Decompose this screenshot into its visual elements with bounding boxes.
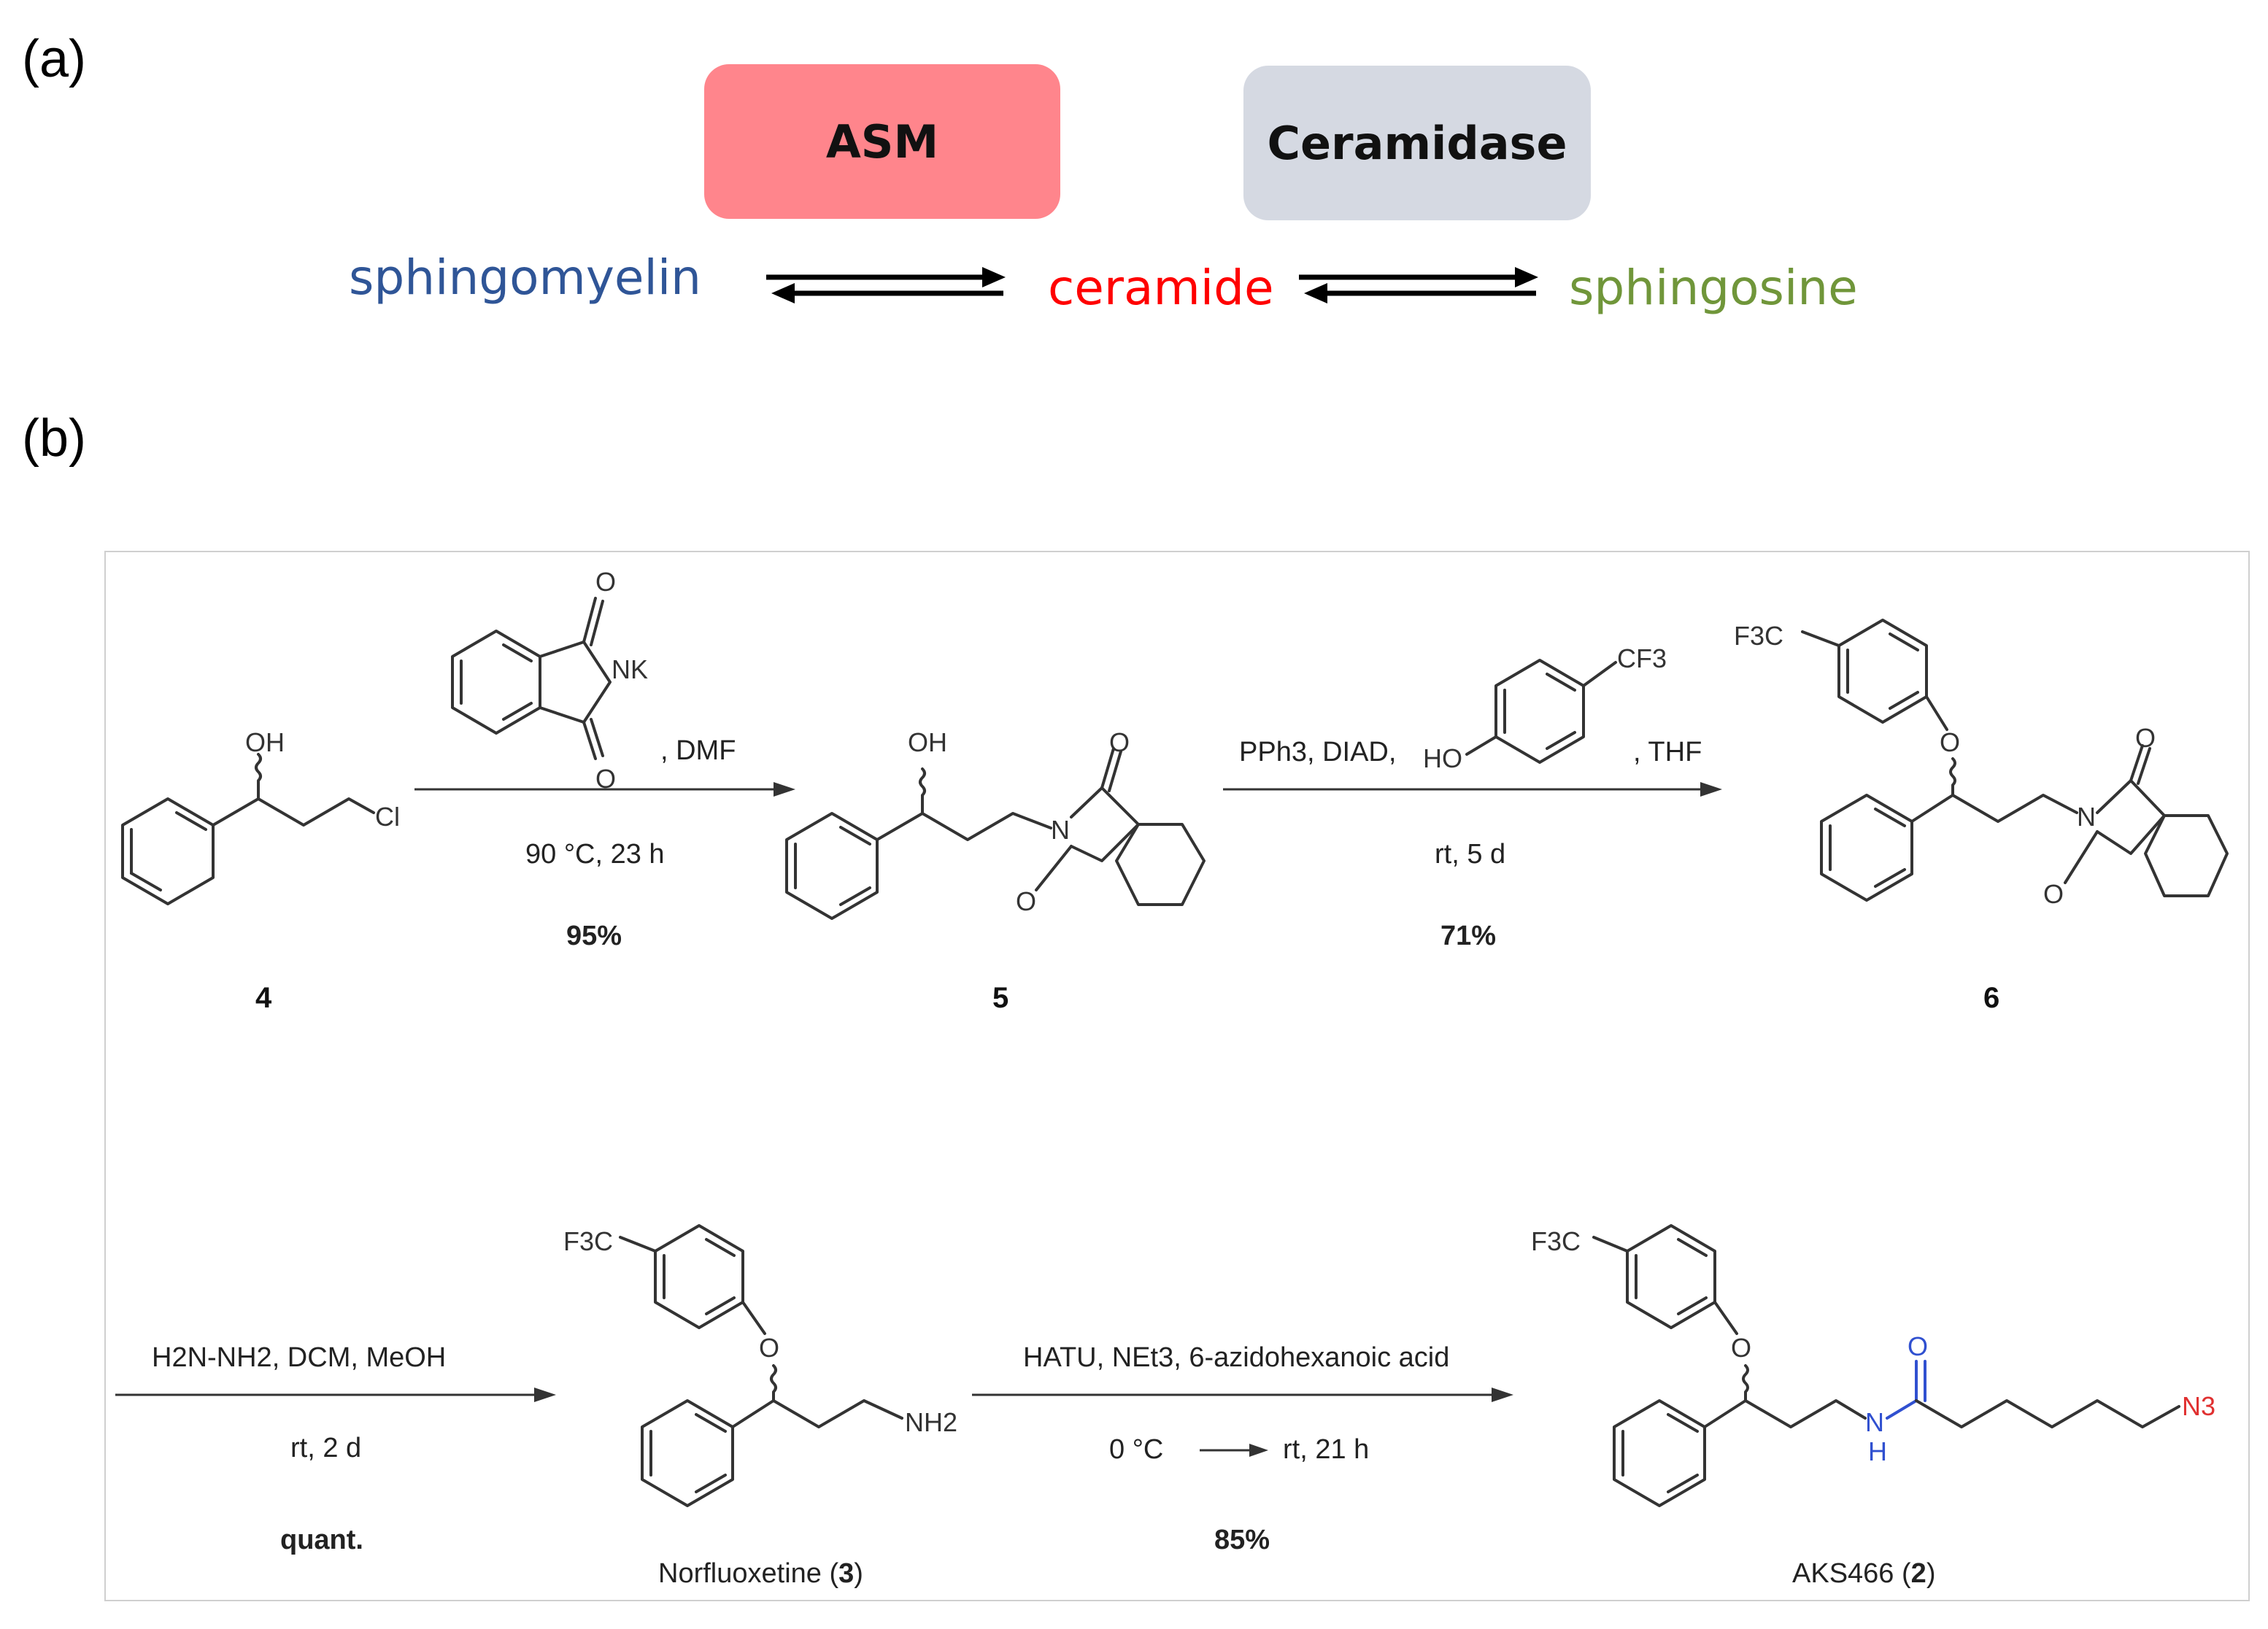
aks466-name: AKS466 <box>1792 1558 1894 1589</box>
atom-cl: Cl <box>375 802 400 832</box>
atom-o: O <box>595 567 616 597</box>
step3-conditions: rt, 2 d <box>290 1433 362 1463</box>
compound-label-norfluoxetine: Norfluoxetine (3) <box>658 1558 863 1589</box>
reaction-arrow-4 <box>972 1388 1513 1402</box>
metabolite-sphingomyelin: sphingomyelin <box>349 249 702 306</box>
atom-o: O <box>1016 886 1036 916</box>
step3-reagents: H2N-NH2, DCM, MeOH <box>152 1342 447 1373</box>
panel-b-label: (b) <box>22 409 86 468</box>
structure-compound-4: OH Cl <box>121 727 400 905</box>
step1-conditions: 90 °C, 23 h <box>525 839 665 870</box>
enzyme-box-asm: ASM <box>704 64 1060 219</box>
atom-amide-n: N <box>1865 1407 1884 1437</box>
atom-o: O <box>1731 1333 1751 1363</box>
panel-a-label: (a) <box>22 30 86 88</box>
equilibrium-arrow-2 <box>1299 267 1538 303</box>
atom-ho: HO <box>1423 743 1462 773</box>
reaction-arrow-1 <box>414 782 795 797</box>
atom-f3c: F3C <box>563 1226 613 1256</box>
atom-o: O <box>2043 879 2064 909</box>
structure-norfluoxetine: F3C O NH2 <box>563 1224 957 1507</box>
atom-nh2: NH2 <box>905 1407 957 1437</box>
reaction-arrow-3 <box>115 1388 556 1402</box>
atom-o: O <box>595 764 616 794</box>
atom-o: O <box>1940 727 1960 757</box>
step1-yield: 95% <box>566 921 622 951</box>
structure-potassium-phthalimide: O NK O <box>451 567 648 794</box>
step2-reagent-prefix: PPh3, DIAD, <box>1239 737 1396 768</box>
atom-oh: OH <box>908 727 947 757</box>
metabolite-ceramide: ceramide <box>1048 260 1274 316</box>
enzyme-box-ceramidase: Ceramidase <box>1243 66 1591 220</box>
condition-arrow-small <box>1200 1444 1268 1457</box>
synthesis-scheme-frame <box>104 551 2250 1601</box>
structure-aks466: F3C O N H O N3 <box>1531 1224 2215 1507</box>
atom-nk: NK <box>612 654 648 684</box>
compound-label-4: 4 <box>255 982 272 1014</box>
atom-f3c: F3C <box>1531 1226 1581 1256</box>
aks466-id: 2 <box>1910 1558 1926 1589</box>
atom-n3: N3 <box>2182 1391 2215 1421</box>
compound-label-aks466: AKS466 (2) <box>1792 1558 1936 1589</box>
atom-o: O <box>1109 727 1130 757</box>
reaction-arrows <box>115 782 1722 1457</box>
atom-o: O <box>2135 723 2156 753</box>
atom-carbonyl-o: O <box>1908 1331 1928 1361</box>
structure-cf3-phenol: CF3 HO <box>1423 643 1667 773</box>
atom-f3c: F3C <box>1734 621 1783 651</box>
compound-label-5: 5 <box>992 982 1009 1014</box>
step4-yield: 85% <box>1214 1525 1270 1555</box>
enzyme-label-asm: ASM <box>825 115 939 169</box>
equilibrium-arrow-1 <box>766 267 1006 303</box>
step1-reagent-suffix: , DMF <box>660 735 736 766</box>
structure-compound-5: OH N O O <box>785 727 1206 920</box>
metabolite-sphingosine: sphingosine <box>1569 260 1858 316</box>
step2-reagent-prefix-text: PPh3, DIAD, <box>1239 737 1397 767</box>
step4-conditions-start: 0 °C <box>1109 1434 1164 1465</box>
norfluoxetine-id: 3 <box>838 1558 855 1589</box>
step2-yield: 71% <box>1440 921 1497 951</box>
atom-n: N <box>1051 815 1070 845</box>
step4-conditions-end: rt, 21 h <box>1283 1434 1370 1465</box>
structure-compound-6: F3C O N O O <box>1734 619 2229 909</box>
atom-cf3: CF3 <box>1617 643 1667 673</box>
atom-o: O <box>759 1333 779 1363</box>
step3-yield: quant. <box>280 1525 363 1555</box>
atom-n: N <box>2077 802 2096 832</box>
atom-oh: OH <box>245 727 285 757</box>
reaction-arrow-2 <box>1223 782 1722 797</box>
step2-conditions: rt, 5 d <box>1435 839 1506 870</box>
compound-label-6: 6 <box>1983 982 2000 1014</box>
enzyme-label-ceramidase: Ceramidase <box>1267 116 1567 170</box>
step4-reagents: HATU, NEt3, 6-azidohexanoic acid <box>1023 1342 1450 1373</box>
norfluoxetine-name: Norfluoxetine <box>658 1558 822 1589</box>
step2-reagent-suffix: , THF <box>1633 737 1702 767</box>
atom-amide-h: H <box>1868 1436 1887 1466</box>
